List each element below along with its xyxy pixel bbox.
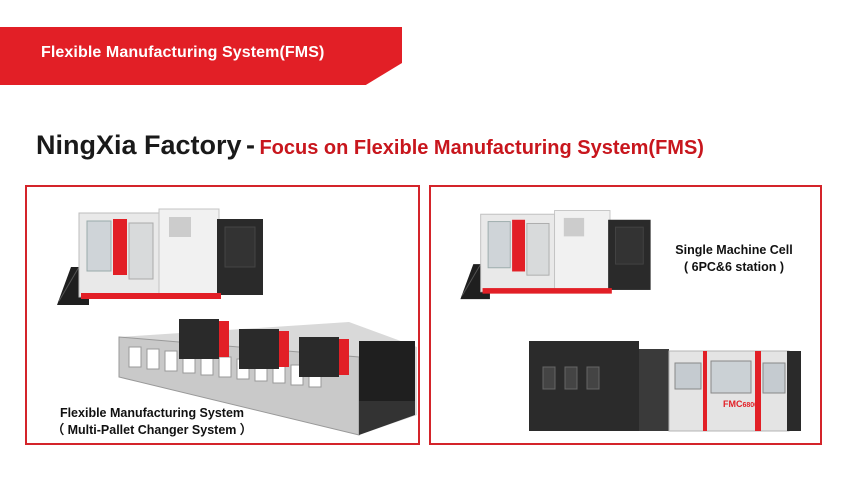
cell-caption: Single Machine Cell ( 6PC&6 station ) xyxy=(659,242,809,276)
banner-title: Flexible Manufacturing System(FMS) xyxy=(41,44,325,61)
fms-caption: Flexible Manufacturing System （ Multi-Pa… xyxy=(47,405,257,439)
cell-caption-line1: Single Machine Cell xyxy=(675,243,793,257)
title-banner xyxy=(0,27,402,85)
cell-caption-line2: ( 6PC&6 station ) xyxy=(683,260,784,274)
fms-line-image xyxy=(118,319,417,436)
fms-caption-line1: Flexible Manufacturing System xyxy=(59,406,245,420)
fmc-model-text: 6800 xyxy=(742,402,759,409)
fms-caption-line2: （ Multi-Pallet Changer System ） xyxy=(51,423,253,437)
single-machine-cell-panel: Single Machine Cell ( 6PC&6 station ) FM… xyxy=(429,185,822,445)
machining-center-image xyxy=(460,210,651,300)
heading-subtitle: Focus on Flexible Manufacturing System(F… xyxy=(259,137,704,159)
fms-panel: Flexible Manufacturing System （ Multi-Pa… xyxy=(25,185,420,445)
machining-center-image xyxy=(57,208,263,305)
fmc-unit-image xyxy=(529,341,801,432)
page-heading: NingXia Factory - Focus on Flexible Manu… xyxy=(36,130,704,161)
heading-main: NingXia Factory xyxy=(36,130,242,160)
fmc-badge: FMC6800 xyxy=(723,399,758,409)
heading-dash: - xyxy=(246,130,255,160)
fmc-badge-text: FMC xyxy=(723,399,743,409)
